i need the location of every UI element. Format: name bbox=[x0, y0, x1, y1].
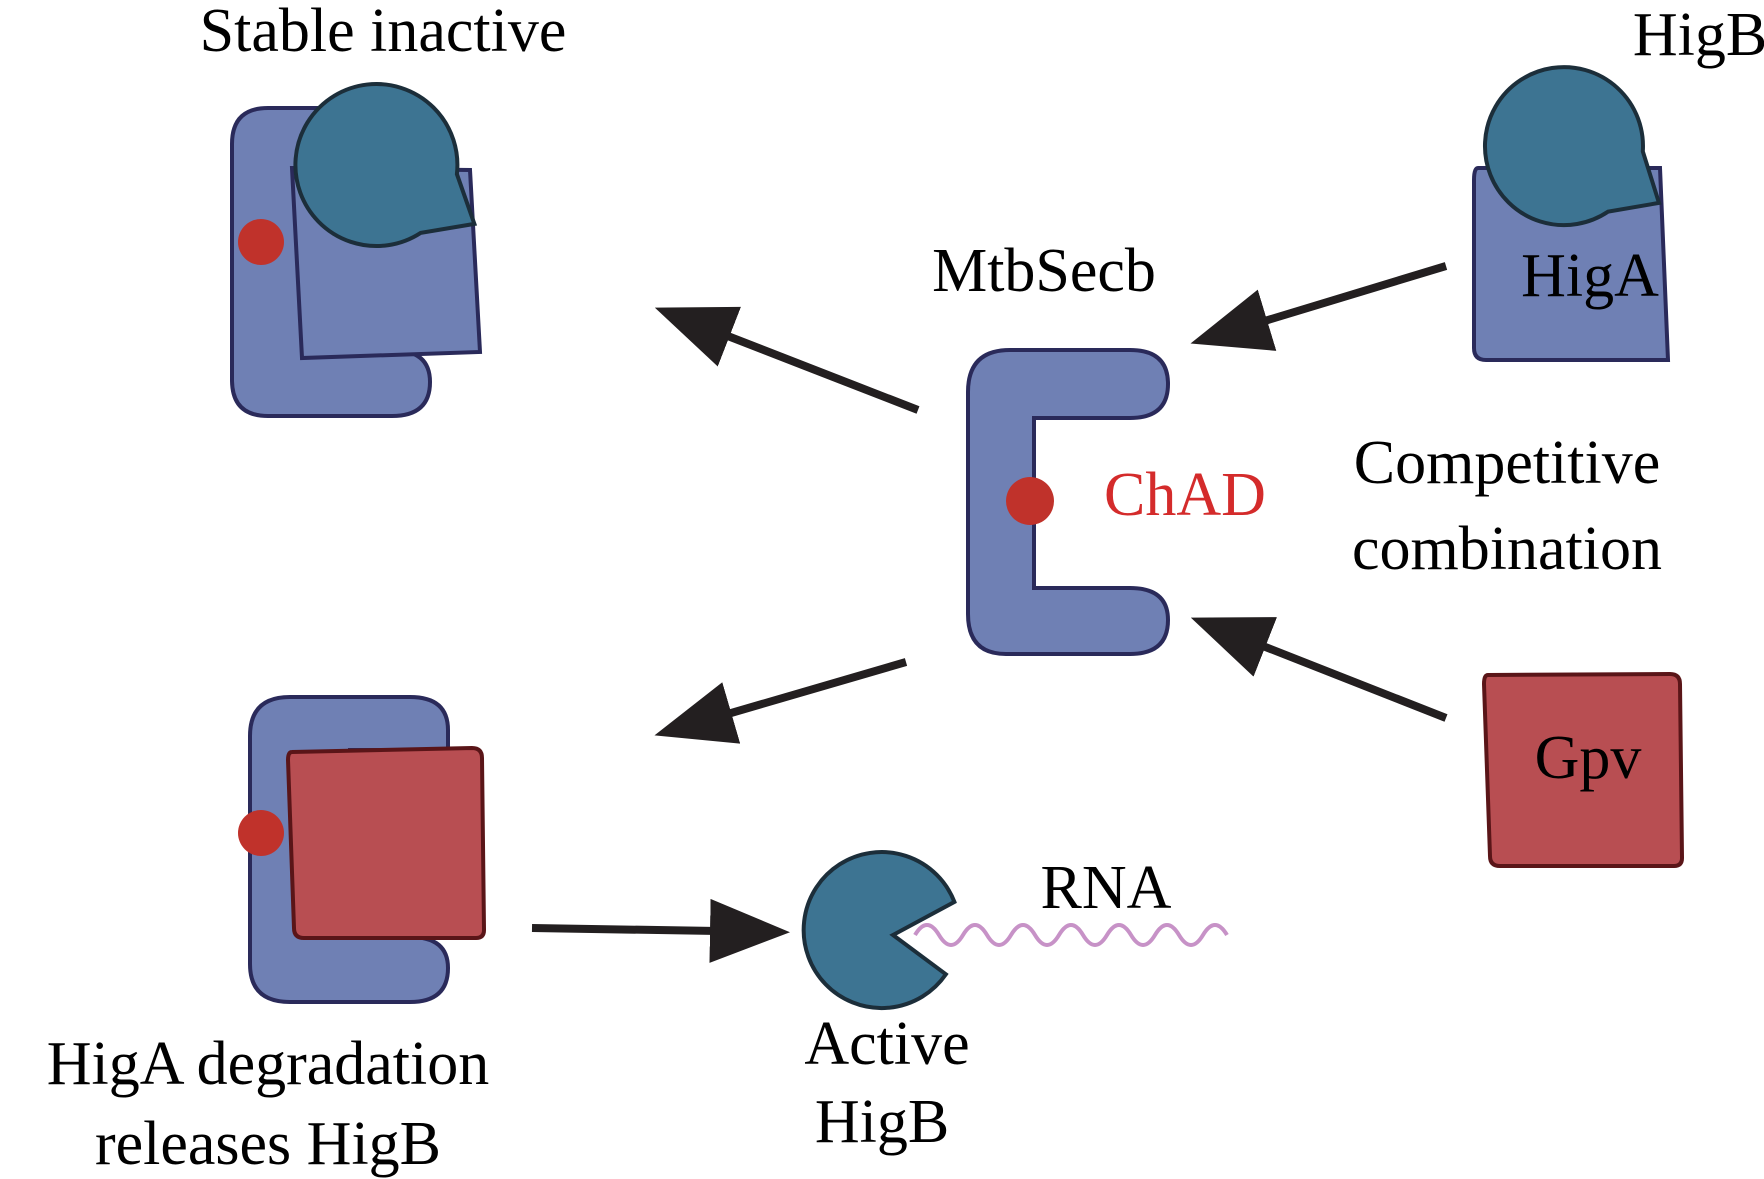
arrow-release-higb bbox=[531, 898, 790, 963]
gpv-square bbox=[1481, 671, 1685, 868]
degradation-label-line2: releases HigB bbox=[95, 1110, 441, 1178]
active-higb-label-line2: HigB bbox=[815, 1088, 949, 1156]
arrow-secb-to-degradation-complex bbox=[654, 658, 908, 744]
gpv-square-bottom bbox=[285, 745, 487, 940]
competitive-label-line2: combination bbox=[1352, 515, 1662, 583]
chad-dot bbox=[238, 219, 284, 265]
stable-inactive-complex bbox=[230, 82, 483, 418]
higa-label: HigA bbox=[1521, 242, 1659, 310]
arrow-higba-to-secb bbox=[1190, 262, 1448, 351]
higa-square-right bbox=[1472, 166, 1671, 362]
higb-pacman-right bbox=[1483, 65, 1662, 228]
rna-label: RNA bbox=[1041, 854, 1172, 922]
arrow-secb-to-stable-complex bbox=[654, 306, 920, 414]
mtbsecb-chaperone bbox=[966, 348, 1171, 656]
gpv-label: Gpv bbox=[1535, 724, 1642, 792]
gpv-protein bbox=[1481, 671, 1685, 868]
rna-strand bbox=[913, 923, 1229, 947]
degradation-label-line1: HigA degradation bbox=[47, 1030, 490, 1098]
higb-pacman-active bbox=[801, 850, 957, 1011]
mtbsecb-c-shape bbox=[966, 348, 1171, 656]
chad-label: ChAD bbox=[1104, 461, 1266, 529]
higba-complex bbox=[1472, 65, 1671, 362]
chad-dot-center bbox=[1006, 477, 1054, 525]
higb-pacman bbox=[293, 82, 478, 248]
arrow-gpv-to-secb bbox=[1190, 617, 1448, 722]
higb-top-label: HigB bbox=[1633, 1, 1764, 69]
stable-inactive-label: Stable inactive bbox=[200, 0, 567, 65]
mtbsecb-label: MtbSecb bbox=[932, 237, 1156, 305]
active-higb-label-line1: Active bbox=[804, 1010, 969, 1078]
degradation-complex bbox=[238, 695, 487, 1004]
active-higb bbox=[801, 850, 957, 1011]
chad-dot-bottom bbox=[238, 810, 284, 856]
competitive-label-line1: Competitive bbox=[1354, 429, 1661, 497]
